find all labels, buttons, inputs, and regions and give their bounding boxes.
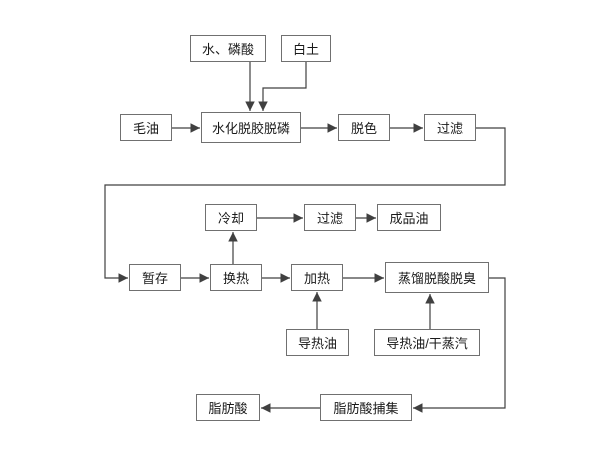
edge-distillation-to-capture bbox=[413, 277, 506, 413]
node-cooling: 冷却 bbox=[205, 204, 257, 231]
node-distillation-deacid-deodor: 蒸馏脱酸脱臭 bbox=[385, 262, 489, 293]
node-white-clay: 白土 bbox=[281, 35, 331, 62]
node-fatty-acid: 脂肪酸 bbox=[196, 394, 260, 421]
node-heat-transfer-oil-dry-steam: 导热油/干蒸汽 bbox=[374, 329, 480, 356]
node-filtration-1: 过滤 bbox=[424, 114, 476, 141]
edge-filtration1-to-storage bbox=[104, 127, 506, 283]
node-crude-oil: 毛油 bbox=[120, 114, 172, 141]
node-water-phosphoric-acid: 水、磷酸 bbox=[190, 35, 266, 62]
node-heat-exchange: 换热 bbox=[210, 264, 262, 291]
node-filtration-2: 过滤 bbox=[304, 204, 356, 231]
node-finished-oil: 成品油 bbox=[377, 204, 441, 231]
node-heating: 加热 bbox=[291, 264, 343, 291]
node-fatty-acid-capture: 脂肪酸捕集 bbox=[320, 394, 412, 421]
node-heat-transfer-oil: 导热油 bbox=[286, 329, 349, 356]
edge-clay-to-degumming bbox=[258, 62, 307, 111]
node-temporary-storage: 暂存 bbox=[129, 264, 181, 291]
node-hydration-degumming: 水化脱胶脱磷 bbox=[201, 112, 301, 143]
node-decolorization: 脱色 bbox=[338, 114, 390, 141]
